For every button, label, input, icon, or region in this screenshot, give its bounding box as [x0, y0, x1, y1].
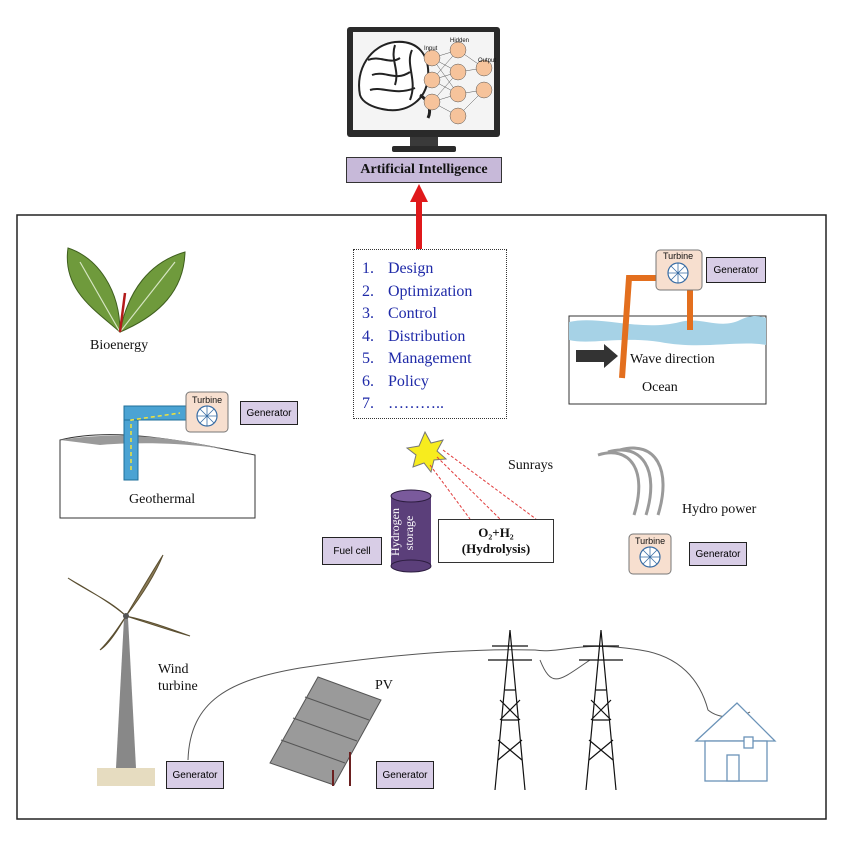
transmission-tower-icon-2 [579, 629, 623, 791]
applications-item: 2.Optimization [362, 282, 473, 300]
neural-network-icon [423, 41, 493, 125]
turbine-label-hydro: Turbine [635, 536, 666, 546]
applications-item: 3.Control [362, 305, 437, 322]
hydrogen-storage-label: Hydrogen storage [388, 508, 434, 556]
turbine-icon-hydro [628, 533, 672, 575]
applications-list: 1.Design 2.Optimization 3.Control 4.Dist… [354, 250, 506, 416]
turbine-label: turbine [158, 679, 198, 694]
sunrays-label: Sunrays [508, 458, 554, 473]
arrow-up-icon [410, 184, 428, 249]
turbine-label-geothermal: Turbine [192, 395, 223, 405]
generator-box-hydro: Generator [689, 542, 747, 566]
nn-hidden-label: Hidden [450, 38, 470, 44]
hydrogen-storage-line2: storage [402, 515, 416, 551]
turbine-label-ocean: Turbine [663, 251, 694, 261]
ai-banner-label: Artificial Intelligence [346, 157, 502, 183]
nn-output-label: Output [478, 58, 497, 64]
applications-item: 4.Distribution [362, 327, 466, 345]
nn-input-label: Input [424, 46, 438, 52]
house-icon [694, 702, 777, 782]
generator-box-geothermal: Generator [240, 401, 298, 425]
applications-list-box: 1.Design 2.Optimization 3.Control 4.Dist… [353, 249, 507, 419]
turbine-icon-geothermal [185, 391, 229, 433]
pv-label: PV [375, 678, 393, 693]
applications-item: 6.Policy [362, 372, 429, 390]
hydro-power-label: Hydro power [682, 502, 757, 517]
hydro-arcs [597, 446, 665, 516]
fuel-cell-box: Fuel cell [322, 537, 382, 565]
monitor-icon [347, 27, 500, 152]
sun-icon [405, 430, 537, 520]
power-line [187, 645, 751, 761]
brain-icon [358, 40, 432, 119]
transmission-tower-icon [488, 629, 532, 791]
hydrolysis-formula: O₂+H₂ [478, 525, 514, 540]
hydrolysis-box: O₂+H₂ (Hydrolysis) [438, 519, 554, 563]
generator-box-ocean: Generator [706, 257, 766, 283]
geothermal-ground [59, 405, 256, 519]
solar-panel-icon [269, 676, 382, 786]
ocean-label: Ocean [642, 380, 678, 395]
power-line-2 [539, 659, 591, 680]
applications-item: 5.Management [362, 350, 472, 367]
generator-box-wind: Generator [166, 761, 224, 789]
ocean-scene [568, 249, 767, 405]
wind-label: Wind [158, 662, 189, 677]
bioenergy-label: Bioenergy [90, 338, 149, 353]
geothermal-label: Geothermal [129, 492, 196, 507]
applications-item: 7.……….. [362, 395, 444, 412]
wind-turbine-icon [67, 554, 191, 786]
wave-direction-label: Wave direction [630, 352, 715, 367]
applications-item: 1.Design [362, 260, 434, 277]
hydrolysis-label: (Hydrolysis) [461, 541, 531, 556]
hydrogen-storage-line1: Hydrogen [388, 508, 402, 556]
leaf-icon [66, 247, 186, 334]
hydrogen-storage-icon [390, 489, 432, 573]
generator-box-pv: Generator [376, 761, 434, 789]
